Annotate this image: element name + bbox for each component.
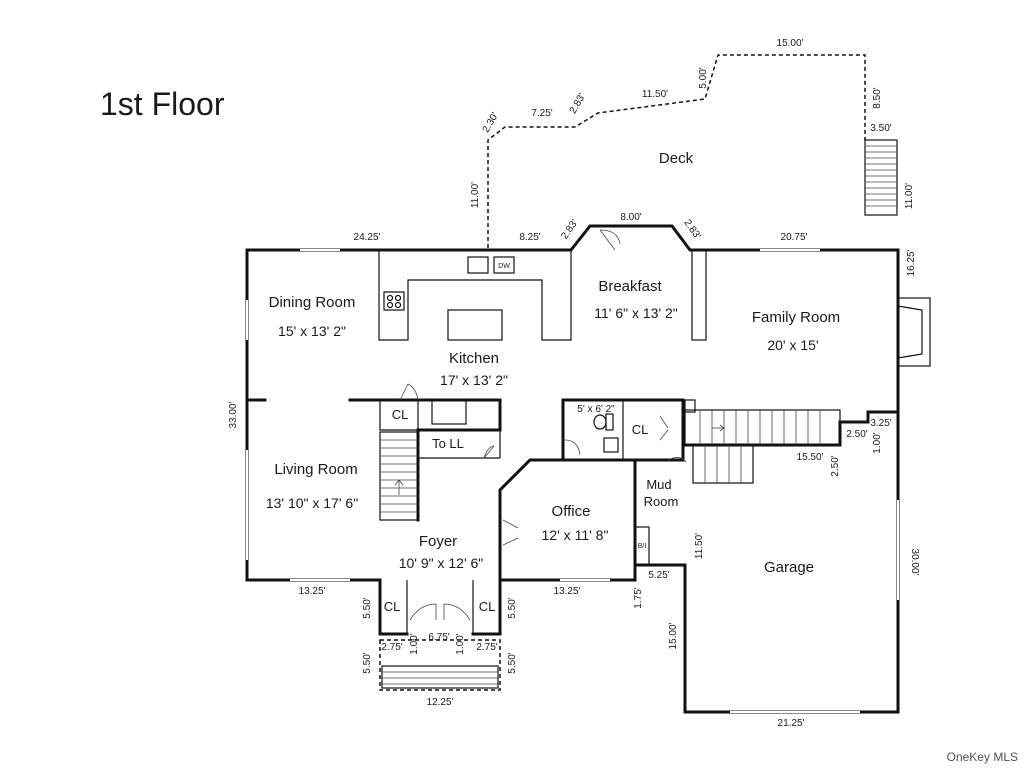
- dining-room-size: 15' x 13' 2": [278, 323, 346, 339]
- dim-label: 13.25': [554, 586, 581, 597]
- dim-label: 11.50': [642, 89, 668, 100]
- family-room-label: Family Room: [752, 309, 840, 326]
- living-room-size: 13' 10" x 17' 6": [266, 495, 358, 511]
- dim-label: 2.75': [381, 642, 402, 653]
- dim-label: 2.30': [481, 111, 501, 135]
- dim-label: 2.50': [846, 429, 867, 440]
- office-size: 12' x 11' 8": [542, 527, 609, 543]
- front-entry: [378, 578, 502, 691]
- dim-label: 7.25': [531, 108, 552, 119]
- garage-label: Garage: [764, 559, 814, 576]
- stairs-right: [634, 399, 841, 566]
- closet-label-1: CL: [392, 407, 409, 422]
- to-lower-level-label: To LL: [432, 436, 464, 451]
- dim-label: 5.50': [362, 597, 373, 618]
- dim-label: 3.50': [870, 123, 891, 134]
- family-room-size: 20' x 15': [767, 337, 818, 353]
- dishwasher-label: DW: [498, 263, 510, 270]
- bath-block: [561, 398, 685, 462]
- dim-label: 5.50': [362, 652, 373, 673]
- dim-label: 2.83': [681, 218, 702, 242]
- dim-label: 15.00': [668, 622, 679, 649]
- dim-label: 2.75': [476, 642, 497, 653]
- dim-label: 1.00': [455, 633, 466, 654]
- divider-wall: [691, 249, 707, 341]
- dim-label: 2.50': [830, 455, 841, 476]
- office-walls: [498, 458, 637, 582]
- mud-room-label-2: Room: [644, 494, 679, 509]
- dim-label: 5.00': [698, 67, 709, 88]
- dim-label: 20.75': [781, 232, 808, 243]
- dim-label: 15.00': [777, 38, 804, 49]
- breakfast-label: Breakfast: [598, 278, 662, 295]
- closet-label-3: CL: [384, 599, 401, 614]
- dim-label: 30.00': [909, 549, 920, 576]
- dim-label: 11.00': [904, 183, 915, 209]
- deck-stairs: [864, 139, 898, 216]
- dim-label: 5.25': [648, 570, 669, 581]
- closet-label-4: CL: [479, 599, 496, 614]
- foyer-label: Foyer: [419, 533, 457, 550]
- dim-label: 1.00': [872, 432, 883, 453]
- bath-size: 5' x 6' 2": [577, 404, 615, 415]
- dim-label: 8.50': [872, 87, 883, 108]
- kitchen-size: 17' x 13' 2": [440, 372, 508, 388]
- kitchen-counters: [378, 250, 572, 341]
- dim-label: 11.00': [470, 182, 481, 208]
- dim-label: 2.83': [559, 218, 580, 242]
- dim-label: 2.83': [568, 92, 588, 116]
- deck-label: Deck: [659, 150, 694, 167]
- office-label: Office: [552, 503, 591, 520]
- dim-label: 1.00': [409, 633, 420, 654]
- stairs-left: [379, 431, 419, 521]
- dining-room-label: Dining Room: [269, 294, 356, 311]
- deck-outline: [487, 54, 866, 248]
- kitchen-label: Kitchen: [449, 350, 499, 367]
- dim-label: 33.00': [228, 401, 239, 428]
- dim-label: 8.00': [620, 212, 641, 223]
- dim-label: 16.25': [906, 249, 917, 276]
- breakfast-door: [599, 229, 621, 251]
- dim-label: 11.50': [694, 533, 705, 559]
- breakfast-size: 11' 6" x 13' 2": [594, 305, 678, 321]
- dim-label: 21.25': [778, 718, 805, 729]
- built-in-label: B/I: [638, 543, 647, 550]
- mud-room-label-1: Mud: [646, 477, 671, 492]
- dim-label: 5.50': [507, 652, 518, 673]
- living-room-label: Living Room: [274, 461, 357, 478]
- dim-label: 3.25': [870, 418, 891, 429]
- closet-label-2: CL: [632, 422, 649, 437]
- dim-label: 24.25': [354, 232, 381, 243]
- dim-label: 6.75': [428, 632, 449, 643]
- dim-label: 1.75': [633, 587, 644, 608]
- dim-label: 8.25': [519, 232, 540, 243]
- foyer-size: 10' 9" x 12' 6": [399, 555, 484, 571]
- dim-label: 5.50': [507, 597, 518, 618]
- center-core: [378, 383, 502, 522]
- fireplace: [897, 297, 931, 367]
- windows: [246, 249, 899, 713]
- dim-label: 15.50': [797, 452, 824, 463]
- dim-label: 13.25': [299, 586, 326, 597]
- mls-credit: OneKey MLS: [946, 750, 1018, 764]
- dim-label: 12.25': [427, 697, 454, 708]
- page-title: 1st Floor: [100, 86, 225, 122]
